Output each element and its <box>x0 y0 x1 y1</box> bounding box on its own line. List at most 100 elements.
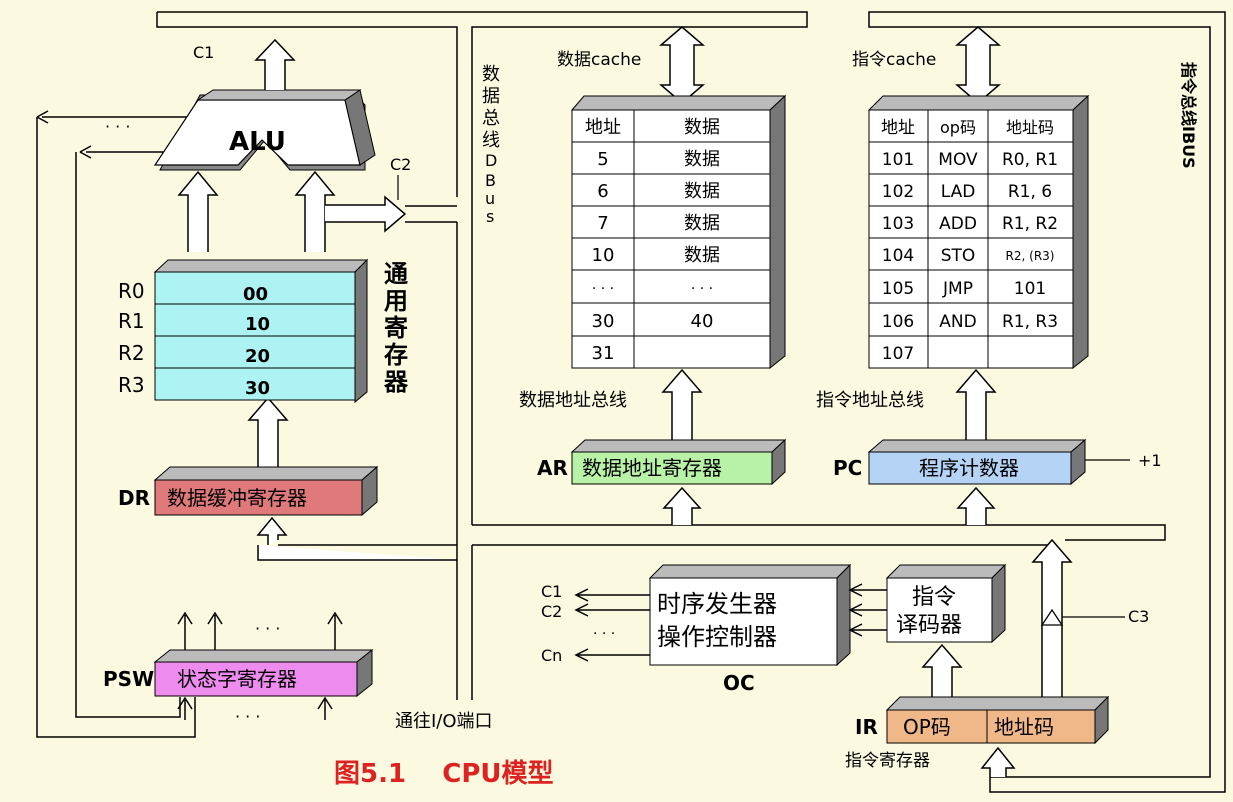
psw-output-arrows <box>177 611 343 720</box>
alu-label: ALU <box>229 127 286 157</box>
svg-text:5: 5 <box>597 149 608 170</box>
reg-value-r1: 10 <box>245 314 270 335</box>
svg-text:总: 总 <box>482 108 500 129</box>
svg-text:数据: 数据 <box>684 149 720 170</box>
svg-text:D: D <box>485 151 497 170</box>
instr-cache-table <box>867 94 1090 370</box>
svg-text:101: 101 <box>882 150 914 170</box>
svg-text:线: 线 <box>482 130 500 151</box>
svg-text:30: 30 <box>592 311 615 332</box>
ar-register: 数据地址寄存器 <box>570 438 787 486</box>
svg-text:106: 106 <box>882 312 914 332</box>
pc-input-arrow <box>956 486 996 525</box>
svg-text:MOV: MOV <box>938 150 978 170</box>
svg-text:104: 104 <box>882 246 914 266</box>
svg-text:数据: 数据 <box>684 213 720 234</box>
instr-cache-arrow <box>954 26 1002 104</box>
dc-header-data: 数据 <box>684 117 720 138</box>
ir-caption: 指令寄存器 <box>845 751 930 771</box>
general-registers <box>153 258 369 404</box>
svg-text:用: 用 <box>384 287 408 315</box>
data-cache-label: 数据cache <box>557 50 641 70</box>
alu-feedback-dots: · · · <box>105 117 130 136</box>
instr-addr-bus-arrow <box>955 368 997 440</box>
psw-dots-top: · · · <box>255 619 280 638</box>
figure-caption: 图5.1 CPU模型 <box>334 759 554 789</box>
svg-text:ADD: ADD <box>939 214 977 234</box>
psw-register: 状态字寄存器 <box>153 648 374 698</box>
svg-text:R1, 6: R1, 6 <box>1008 182 1052 202</box>
data-addr-bus-label: 数据地址总线 <box>519 390 627 411</box>
psw-label: 状态字寄存器 <box>177 667 297 691</box>
ar-label: 数据地址寄存器 <box>582 456 722 480</box>
alu-feedback-lines <box>36 110 200 738</box>
ibus-to-ir-arrow <box>980 746 1016 777</box>
decoder-line2: 译码器 <box>896 613 962 638</box>
svg-text:B: B <box>485 171 496 190</box>
reg-value-r2: 20 <box>245 346 270 367</box>
svg-text:寄: 寄 <box>384 314 408 342</box>
svg-text:u: u <box>485 189 495 208</box>
ir-op-label: OP码 <box>903 715 951 739</box>
svg-text:101: 101 <box>1014 279 1046 299</box>
reg-value-r0: 00 <box>243 284 268 305</box>
dr-register: 数据缓冲寄存器 <box>153 465 379 517</box>
psw-name: PSW <box>103 667 154 691</box>
decoder-to-oc-arrows <box>848 583 887 637</box>
svg-text:数据: 数据 <box>684 181 720 202</box>
dr-name: DR <box>118 486 150 510</box>
svg-text:数据: 数据 <box>684 245 720 266</box>
oc-out-c1: C1 <box>541 582 562 601</box>
ir-register: OP码 地址码 <box>885 695 1110 745</box>
svg-text:JMP: JMP <box>942 279 973 299</box>
alu-c1-label: C1 <box>193 43 214 62</box>
svg-text:6: 6 <box>597 181 608 202</box>
ibus-label: 指令总线IBUS <box>1179 62 1198 169</box>
register-names: R0 R1 R2 R3 00 10 20 30 <box>118 279 270 399</box>
ir-to-decoder-arrow <box>921 643 963 697</box>
reg-name-r0: R0 <box>118 279 145 303</box>
svg-text:10: 10 <box>592 245 615 266</box>
svg-text:R1, R2: R1, R2 <box>1002 214 1058 234</box>
svg-text:31: 31 <box>592 343 615 364</box>
ir-name: IR <box>855 715 878 739</box>
decoder-line1: 指令 <box>912 585 956 610</box>
ar-name: AR <box>537 456 568 480</box>
svg-text:s: s <box>486 207 494 226</box>
svg-text:LAD: LAD <box>941 182 976 202</box>
ar-input-arrow <box>662 486 702 525</box>
dbus-label: 数 据 总 线 D B u s <box>482 64 500 226</box>
svg-text:地址: 地址 <box>881 118 915 138</box>
ir-addr-label: 地址码 <box>994 715 1054 739</box>
bus-lines <box>156 11 1226 793</box>
svg-text:通: 通 <box>384 260 408 288</box>
svg-text:器: 器 <box>383 368 409 396</box>
svg-text:7: 7 <box>597 213 608 234</box>
svg-text:op码: op码 <box>940 118 976 137</box>
svg-text:AND: AND <box>939 312 976 332</box>
instr-addr-bus-label: 指令地址总线 <box>816 390 924 411</box>
svg-text:据: 据 <box>482 86 500 107</box>
data-cache-arrow <box>658 26 706 104</box>
alu-c2-label: C2 <box>390 155 411 174</box>
svg-text:105: 105 <box>882 279 914 299</box>
svg-text:数: 数 <box>482 64 500 85</box>
svg-text:R0, R1: R0, R1 <box>1002 150 1058 170</box>
dr-input-arrow <box>256 516 457 561</box>
svg-text:103: 103 <box>882 214 914 234</box>
oc-out-dots: · · · <box>593 626 615 642</box>
oc-out-cn: Cn <box>541 646 562 665</box>
registers-title: 通 用 寄 存 器 <box>383 260 409 396</box>
instr-cache-label: 指令cache <box>852 50 936 70</box>
reg-name-r1: R1 <box>118 309 145 333</box>
reg-name-r3: R3 <box>118 373 145 397</box>
io-port-label: 通往I/O端口 <box>395 711 493 732</box>
dc-header-addr: 地址 <box>585 117 621 138</box>
svg-text:地址码: 地址码 <box>1006 118 1054 137</box>
oc-line2: 操作控制器 <box>657 623 777 651</box>
pc-label: 程序计数器 <box>919 456 1019 480</box>
data-cache-table <box>570 94 787 370</box>
c3-label: C3 <box>1128 607 1149 626</box>
c3-gate <box>1040 608 1064 626</box>
